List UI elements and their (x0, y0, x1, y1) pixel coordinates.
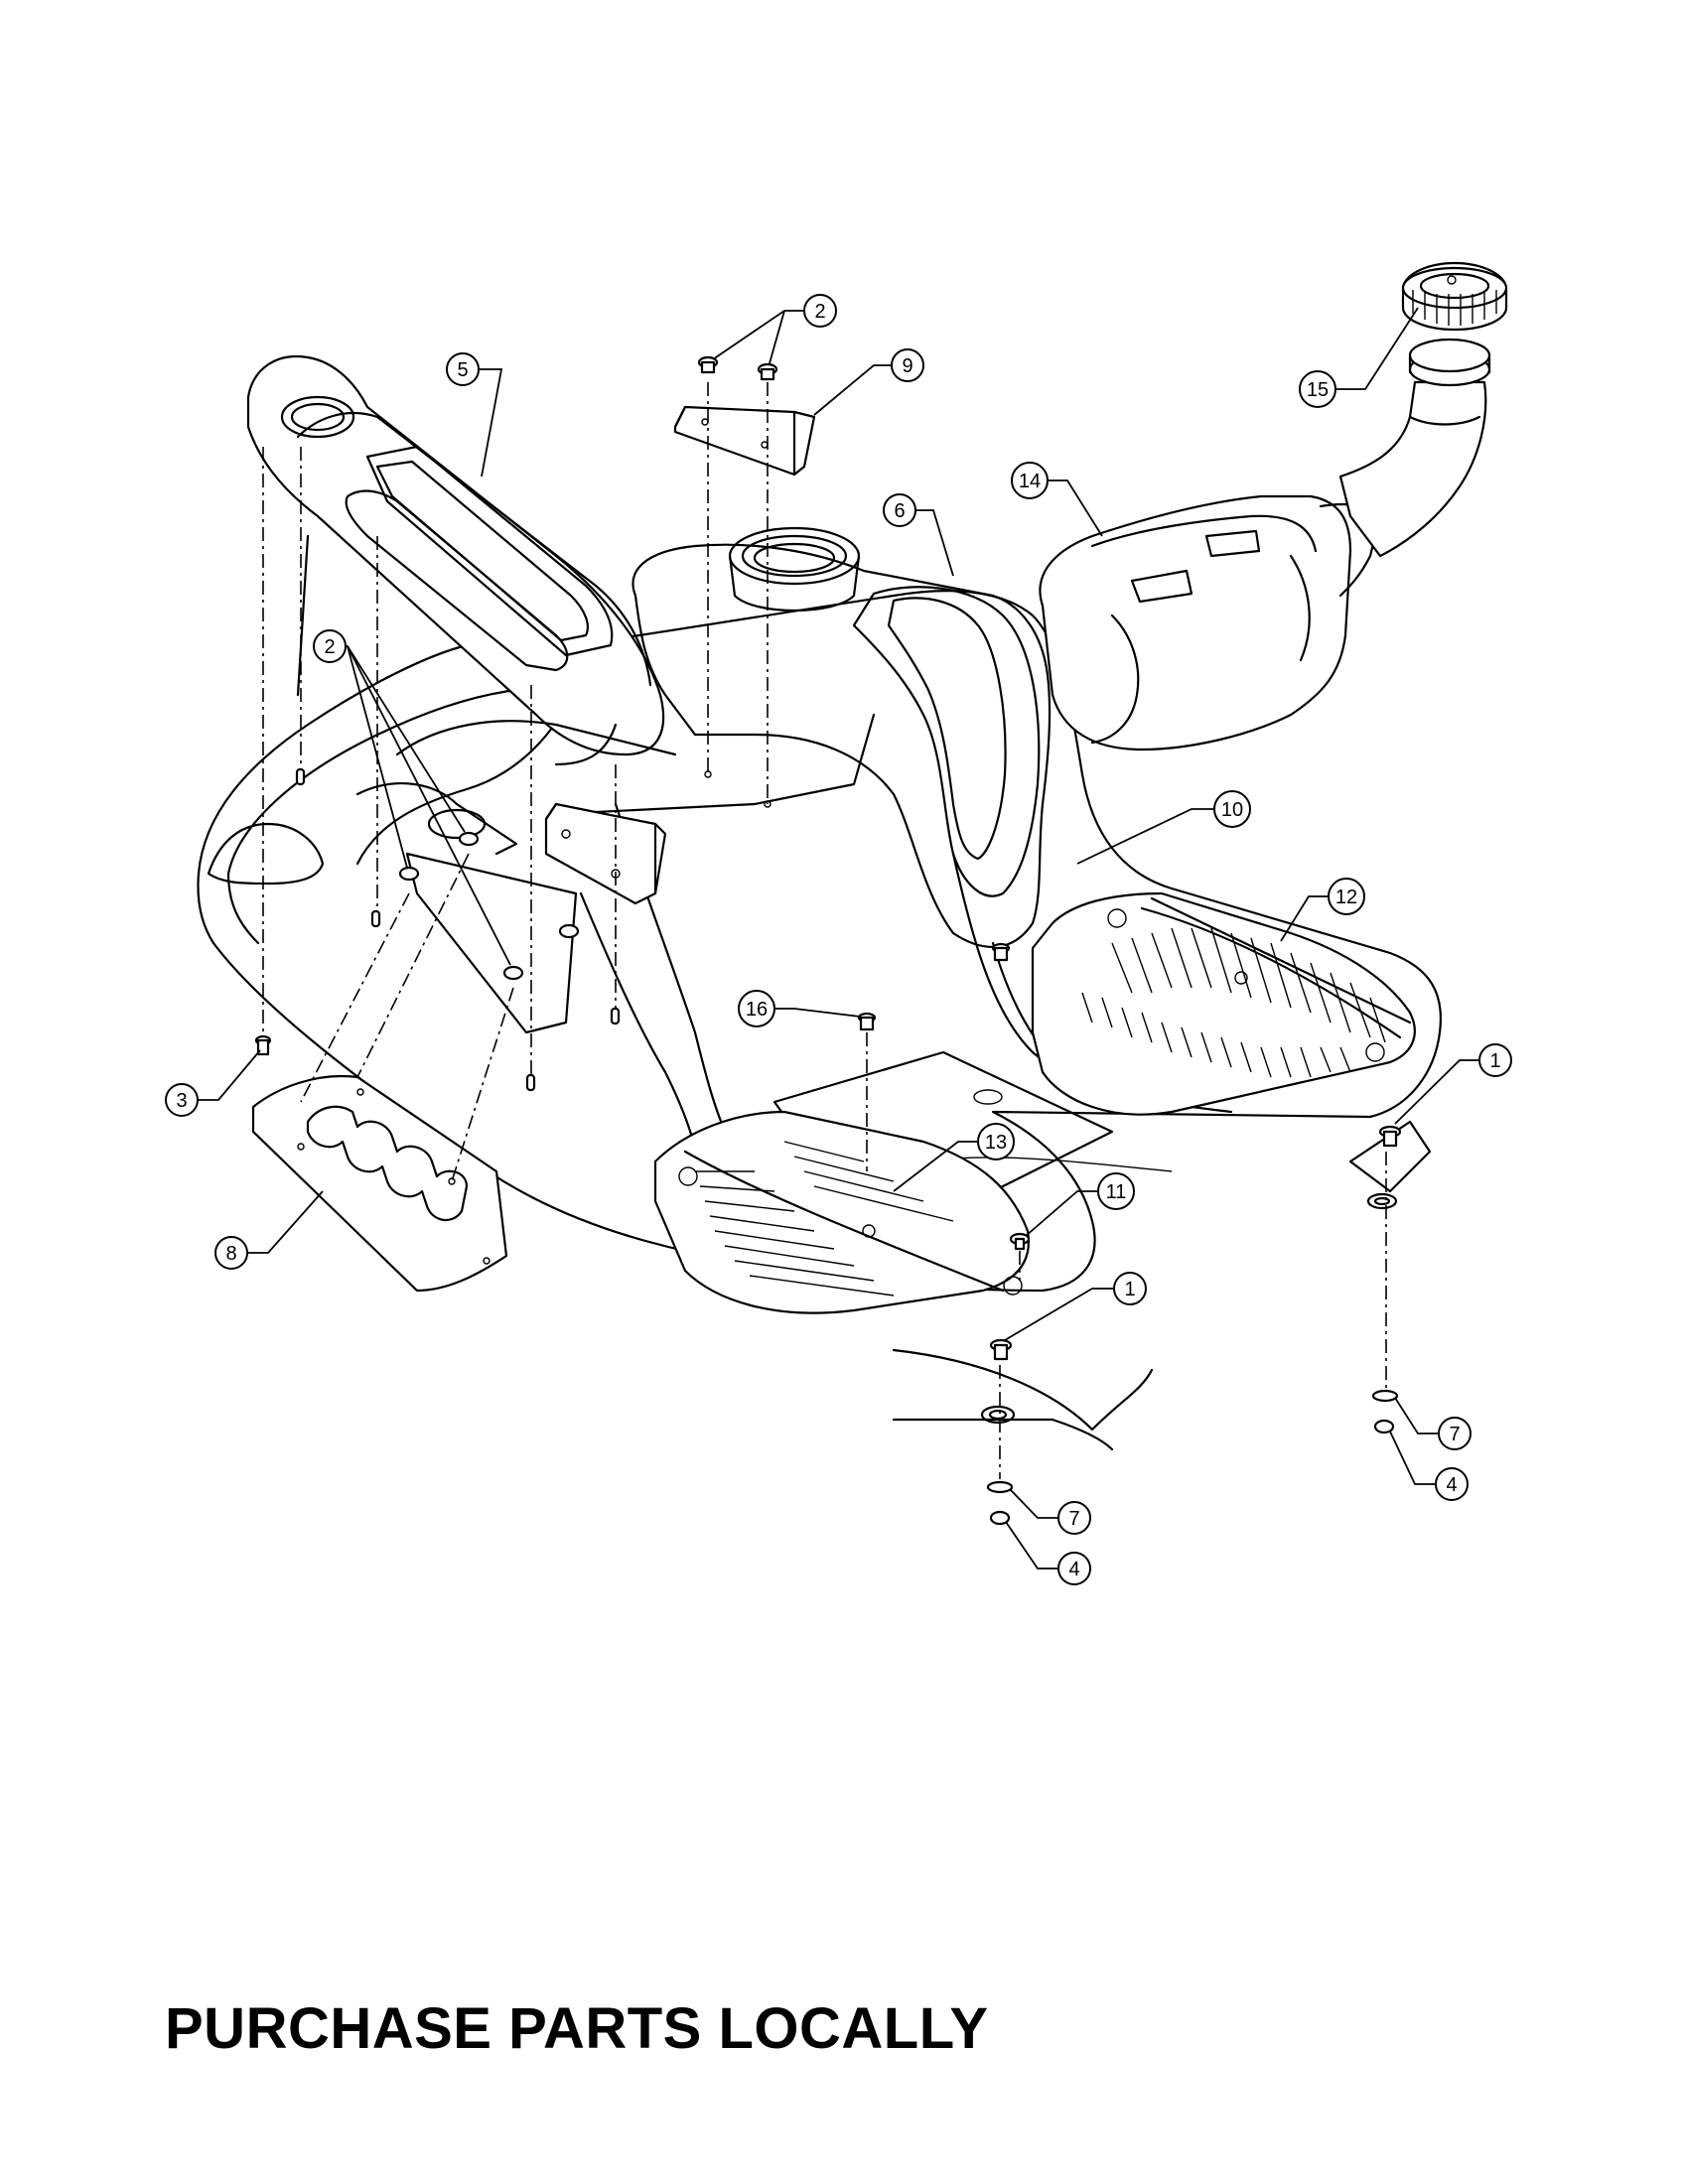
callout-15: 15 (1299, 370, 1336, 408)
bolt-16 (857, 1012, 877, 1031)
callout-8: 8 (214, 1236, 248, 1270)
callout-1-right: 1 (1478, 1043, 1512, 1077)
callout-3-label: 3 (176, 1090, 187, 1112)
bolt-upper (991, 942, 1011, 962)
callout-4-center-label: 4 (1068, 1559, 1079, 1580)
callout-10: 10 (1213, 790, 1251, 828)
callout-12: 12 (1328, 878, 1365, 915)
left-floor-panel (207, 720, 677, 1034)
callout-2-left: 2 (313, 629, 347, 663)
callout-2-top-label: 2 (814, 301, 825, 323)
nut-2-left-d (558, 923, 580, 939)
bolt-2-top-b (757, 362, 778, 381)
fuel-cap (1401, 261, 1508, 332)
callout-12-label: 12 (1335, 887, 1357, 908)
pin-1-center (989, 1338, 1013, 1361)
nut-2-left-a (398, 866, 420, 882)
callout-5-label: 5 (457, 359, 468, 381)
callout-15-label: 15 (1307, 379, 1329, 401)
rear-plate (251, 1075, 508, 1293)
callout-7-right-label: 7 (1449, 1424, 1460, 1445)
callout-13-label: 13 (985, 1132, 1007, 1154)
callout-9-label: 9 (902, 355, 912, 377)
shift-console (246, 354, 665, 766)
nut-2-left-b (458, 831, 480, 847)
callout-10-label: 10 (1221, 799, 1243, 821)
right-foot-mat (1031, 891, 1416, 1116)
center-foot-mat (653, 1050, 1114, 1314)
callout-7-right: 7 (1438, 1417, 1472, 1450)
callout-6: 6 (883, 493, 916, 527)
grommet-center (980, 1405, 1016, 1425)
callout-16: 16 (738, 990, 775, 1027)
callout-14-label: 14 (1019, 471, 1041, 492)
grommet-right (1366, 1192, 1398, 1210)
callout-14: 14 (1011, 462, 1049, 499)
bolt-3 (254, 1034, 272, 1056)
bolt-2-top-a (697, 355, 719, 374)
nut-4-center (989, 1510, 1011, 1526)
nut-2-left-c (502, 965, 524, 981)
callout-3: 3 (165, 1083, 199, 1117)
bracket-9 (673, 405, 816, 477)
callout-1-right-label: 1 (1489, 1050, 1500, 1072)
callout-6-label: 6 (894, 500, 905, 522)
pin-11 (1009, 1232, 1031, 1251)
studs (295, 767, 772, 1092)
callout-5: 5 (446, 352, 480, 386)
nut-4-right (1373, 1419, 1395, 1434)
bracket-lower (544, 802, 667, 905)
callout-4-right: 4 (1435, 1467, 1469, 1501)
center-lines (262, 382, 1387, 1479)
purchase-parts-notice: PURCHASE PARTS LOCALLY (165, 1996, 989, 2061)
hardware (254, 355, 1402, 1526)
washer-7-center (986, 1480, 1014, 1494)
callout-2-top: 2 (803, 294, 837, 328)
callout-9: 9 (891, 348, 924, 382)
callout-8-label: 8 (225, 1243, 236, 1265)
callout-11-label: 11 (1106, 1181, 1127, 1203)
washer-7-right (1371, 1389, 1399, 1403)
fuel-tank (1039, 338, 1491, 751)
callout-2-left-label: 2 (324, 636, 335, 658)
callout-7-center: 7 (1057, 1501, 1091, 1535)
callout-13: 13 (977, 1123, 1015, 1160)
callout-1-center: 1 (1113, 1272, 1147, 1305)
center-mat-slots (678, 1141, 1023, 1297)
callout-4-right-label: 4 (1446, 1474, 1457, 1496)
dash-panel (554, 526, 1052, 949)
callout-7-center-label: 7 (1068, 1508, 1079, 1530)
right-mat-slots (1081, 908, 1386, 1078)
callout-11: 11 (1097, 1172, 1135, 1210)
callout-1-center-label: 1 (1124, 1279, 1135, 1300)
callout-16-label: 16 (746, 999, 768, 1021)
pin-1-right (1378, 1125, 1402, 1148)
callout-4-center: 4 (1057, 1552, 1091, 1585)
leader-lines (198, 307, 1479, 1570)
